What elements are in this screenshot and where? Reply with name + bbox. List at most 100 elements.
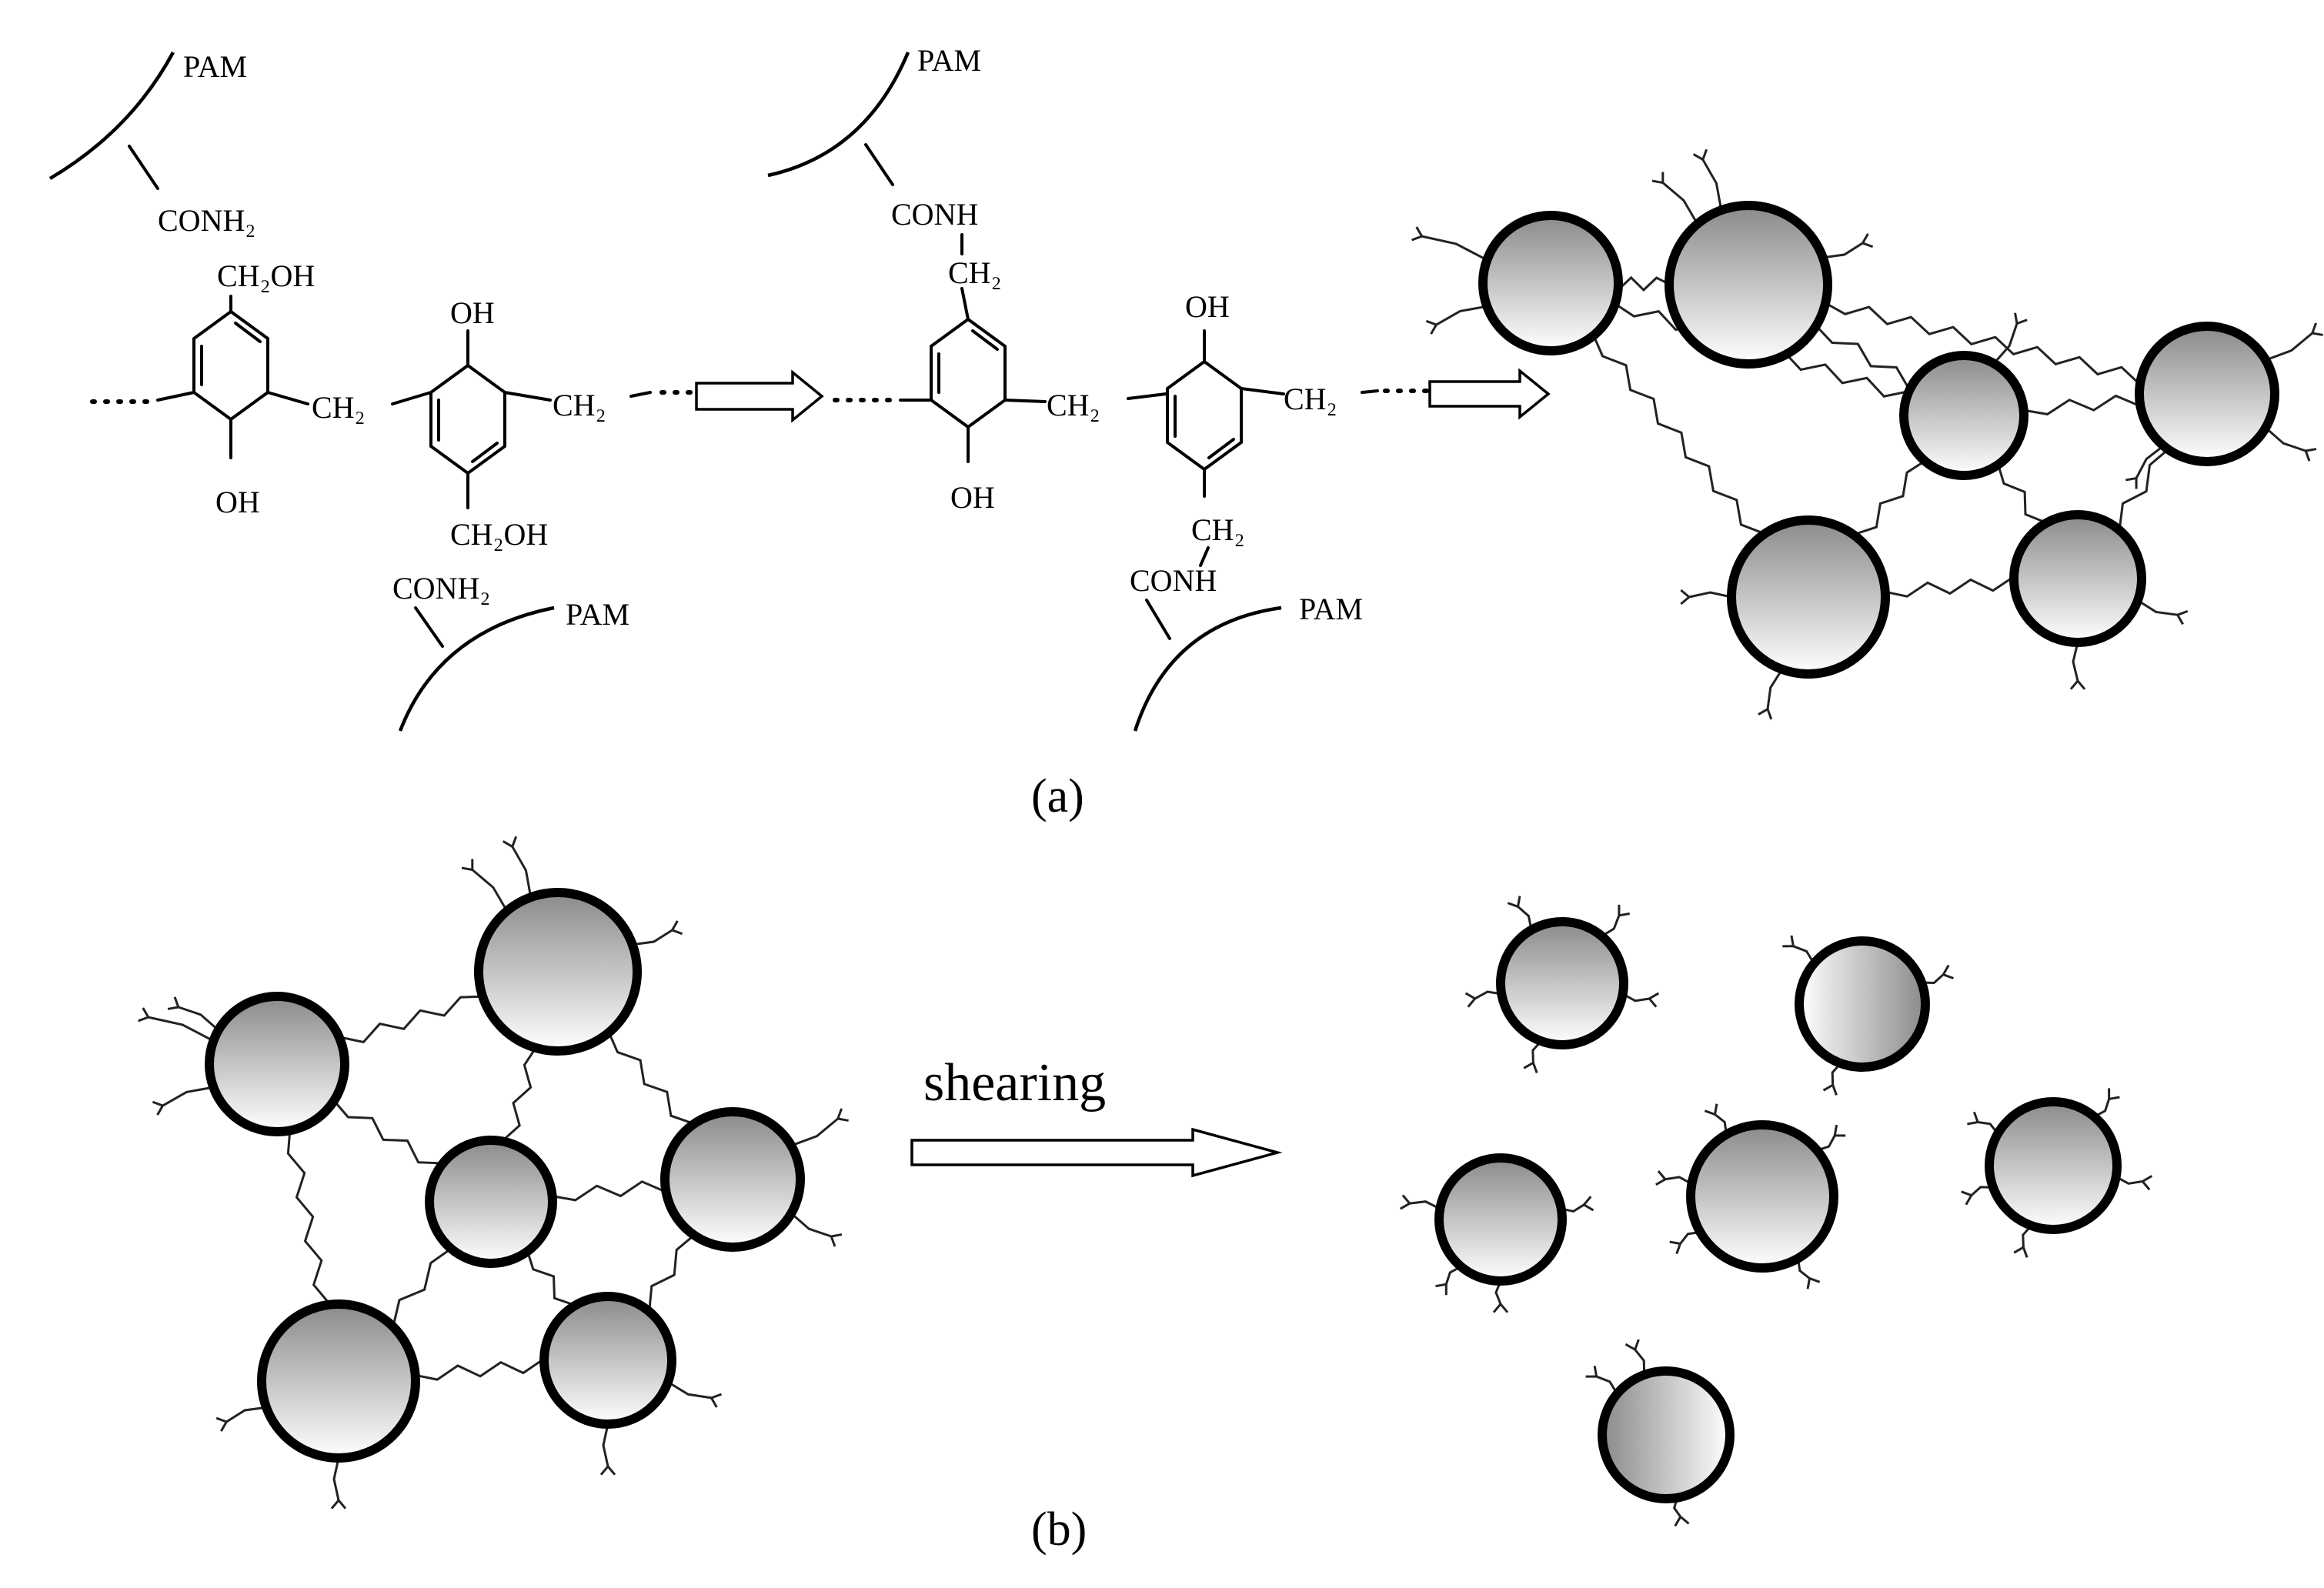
- panel-a-caption: (a): [1031, 770, 1084, 822]
- polymer-chain-end: [1758, 669, 1784, 720]
- polymer-chain-end: [1669, 1231, 1701, 1255]
- polymer-link: [648, 1234, 696, 1312]
- pam-label-top: PAM: [183, 49, 247, 84]
- pam-label-top: PAM: [917, 43, 981, 78]
- polymer-chain-end: [502, 836, 533, 898]
- ch2oh-label-bottom: CH₂OH: [450, 517, 548, 552]
- polymer-chain-end: [1624, 1339, 1646, 1376]
- benzene-ring-right: [429, 363, 506, 475]
- polymer-chain-end: [790, 1108, 849, 1147]
- particle: [425, 1136, 557, 1268]
- reaction-arrow-2: [1428, 368, 1551, 420]
- molecule-1: PAM CONH₂ CH₂OH OH CH₂ OH CH₂ CH₂OH CONH…: [48, 49, 699, 732]
- molecule-2: PAM CONH CH₂ OH CH₂ OH CH₂ CH₂ CONH PAM: [767, 43, 1430, 732]
- particle: [1665, 201, 1832, 369]
- benzene-ring-left: [930, 317, 1007, 429]
- polymer-chain-end: [632, 920, 683, 946]
- crosslinked-network-b: [138, 836, 849, 1510]
- conh-label-top: CONH: [891, 197, 978, 232]
- polymer-chain-end: [2069, 642, 2086, 690]
- polymer-link: [501, 1047, 537, 1143]
- polymer-chain-end: [152, 1086, 214, 1116]
- polymer-chain-end: [2137, 599, 2189, 626]
- shearing-label: shearing: [923, 1053, 1106, 1113]
- oh-label-left: OH: [950, 480, 995, 515]
- polymer-chain-end: [1601, 904, 1630, 938]
- polymer-chain-end: [215, 1406, 267, 1432]
- polymer-chain-end: [1492, 1280, 1509, 1313]
- polymer-chain-end: [1399, 1194, 1441, 1210]
- polymer-chain-end: [1680, 589, 1732, 606]
- polymer-chain-end: [2125, 445, 2165, 489]
- polymer-chain-end: [167, 996, 219, 1032]
- polymer-chain-end: [1816, 1124, 1846, 1152]
- particle: [257, 1299, 420, 1463]
- polymer-link: [1997, 464, 2047, 524]
- polymer-chain-end: [2265, 426, 2317, 462]
- polymer-chain-end: [1782, 935, 1815, 965]
- oh-label-left: OH: [215, 485, 260, 519]
- polymer-chain-end: [2115, 1175, 2153, 1191]
- polymer-link: [2023, 394, 2141, 415]
- polymer-chain-end: [1967, 1111, 1999, 1135]
- polymer-chain-end: [1411, 226, 1488, 262]
- polymer-chain-end: [1464, 990, 1502, 1008]
- ch2oh-label-top: CH₂OH: [217, 259, 315, 293]
- particle: [660, 1107, 805, 1252]
- polymer-chain-end: [2265, 322, 2323, 362]
- ch2-label-bottom: CH₂: [1191, 512, 1245, 547]
- polymer-link: [1885, 575, 2015, 598]
- polymer-chain-end: [1561, 1196, 1594, 1213]
- particle: [1727, 515, 1890, 679]
- polymer-link: [1592, 335, 1765, 535]
- pam-chain-top: [48, 51, 175, 180]
- polymer-link: [552, 1180, 666, 1202]
- bond: [128, 145, 159, 190]
- dispersed-particles: [1399, 896, 2153, 1527]
- polymer-chain-end: [1435, 1265, 1462, 1296]
- oh-label-right: OH: [450, 295, 495, 330]
- particle: [539, 1292, 676, 1429]
- polymer-link: [1853, 459, 1926, 536]
- polymer-chain-end: [1822, 233, 1874, 259]
- polymer-link: [332, 1099, 443, 1165]
- particle: [205, 992, 349, 1136]
- reaction-arrow-1: [695, 369, 824, 423]
- polymer-chain-end: [1425, 305, 1488, 335]
- polymer-chain-end: [1651, 172, 1699, 225]
- particle: [1478, 211, 1623, 355]
- pam-chain-bottom: [1133, 606, 1282, 732]
- panel-b-caption: (b): [1031, 1503, 1087, 1556]
- pam-label-bottom: PAM: [1299, 592, 1363, 626]
- polymer-chain-end: [330, 1457, 347, 1510]
- crosslinked-network-a: [1411, 148, 2323, 720]
- polymer-link: [2118, 448, 2169, 530]
- polymer-chain-end: [1961, 1186, 1994, 1206]
- polymer-chain-end: [461, 859, 509, 912]
- polymer-chain-end: [667, 1381, 723, 1408]
- polymer-chain-end: [1704, 1103, 1728, 1135]
- polymer-chain-end: [1507, 896, 1533, 931]
- polymer-chain-end: [1655, 1170, 1693, 1186]
- particle: [1686, 1120, 1838, 1273]
- polymer-link: [1815, 325, 1911, 391]
- particle: [2135, 322, 2279, 466]
- polymer-chain-end: [1797, 1258, 1821, 1289]
- polymer-link: [339, 995, 483, 1044]
- polymer-chain-end: [1692, 148, 1723, 211]
- pam-chain-bottom: [398, 606, 555, 732]
- particle: [1496, 917, 1628, 1049]
- ch2-bridge-label: CH₂: [1047, 388, 1100, 422]
- benzene-ring-left: [192, 309, 269, 422]
- particle: [1899, 351, 2028, 480]
- ch2-label-top: CH₂: [948, 255, 1002, 290]
- polymer-chain-end: [1523, 1040, 1542, 1074]
- polymer-link: [607, 1032, 694, 1125]
- polymer-chain-end: [599, 1423, 616, 1476]
- particle: [1985, 1097, 2122, 1234]
- particle: [2009, 510, 2146, 647]
- polymer-link: [526, 1250, 576, 1306]
- polymer-link: [286, 1130, 331, 1306]
- ch2-bridge-label: CH₂: [312, 390, 366, 425]
- polymer-chain-end: [1622, 992, 1660, 1008]
